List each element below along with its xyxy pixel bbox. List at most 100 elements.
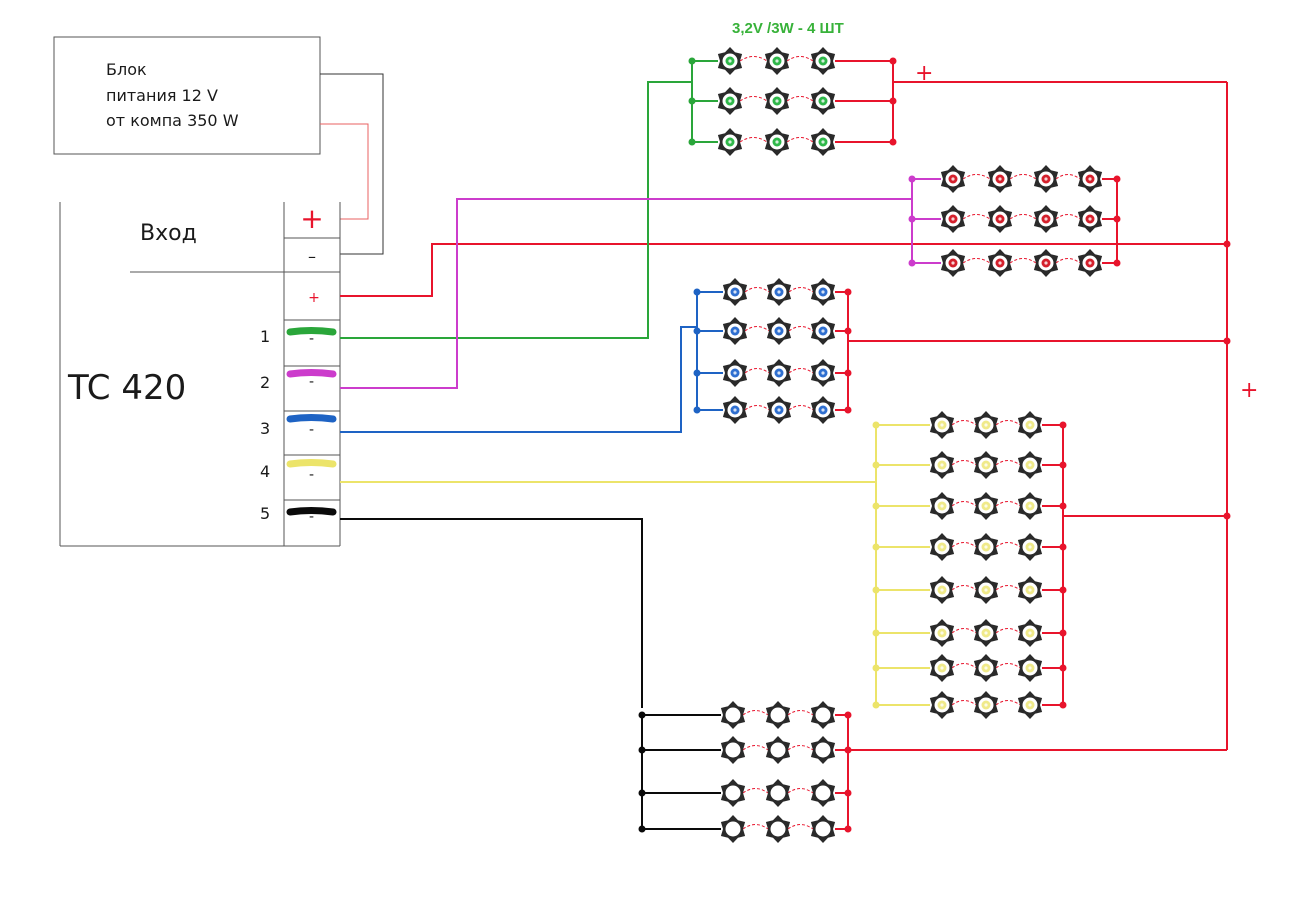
led-spec-label: 3,2V /3W - 4 ШТ bbox=[732, 20, 844, 37]
led-star bbox=[973, 691, 999, 719]
led-star bbox=[766, 396, 792, 424]
led-star bbox=[940, 205, 966, 233]
led-star bbox=[929, 451, 955, 479]
controller-name: TC 420 bbox=[67, 368, 186, 408]
led-star bbox=[973, 533, 999, 561]
psu-positive-wire bbox=[320, 123, 369, 220]
led-star bbox=[987, 205, 1013, 233]
led-star bbox=[929, 533, 955, 561]
led-star bbox=[1017, 654, 1043, 682]
led-star bbox=[1017, 492, 1043, 520]
led-star bbox=[1017, 619, 1043, 647]
output-plus-wire bbox=[340, 243, 1227, 297]
led-star bbox=[810, 815, 836, 843]
led-star bbox=[717, 128, 743, 156]
white-led-group bbox=[638, 701, 852, 843]
led-star bbox=[810, 128, 836, 156]
led-star bbox=[766, 359, 792, 387]
output-plus-terminal: + bbox=[308, 290, 320, 306]
led-star bbox=[987, 249, 1013, 277]
led-star bbox=[764, 47, 790, 75]
led-star bbox=[720, 815, 746, 843]
led-star bbox=[940, 165, 966, 193]
led-star bbox=[929, 492, 955, 520]
led-star bbox=[1017, 451, 1043, 479]
yellow-led-group bbox=[872, 411, 1067, 719]
led-star bbox=[764, 128, 790, 156]
red-led-group bbox=[908, 165, 1121, 277]
channel-5-color-swatch bbox=[286, 507, 337, 516]
led-star bbox=[722, 317, 748, 345]
led-star bbox=[722, 359, 748, 387]
channel-terminals: 1-2-3-4-5- bbox=[260, 327, 337, 525]
led-star bbox=[810, 701, 836, 729]
channel-5-minus-terminal: - bbox=[309, 509, 314, 525]
channel-3-number: 3 bbox=[260, 419, 270, 438]
junction-node bbox=[1223, 512, 1231, 520]
led-star bbox=[1017, 691, 1043, 719]
led-star bbox=[973, 451, 999, 479]
led-star bbox=[720, 779, 746, 807]
led-star bbox=[720, 701, 746, 729]
channel-2-wire bbox=[340, 198, 912, 389]
channel-2-number: 2 bbox=[260, 373, 270, 392]
led-star bbox=[1033, 249, 1059, 277]
channel-3-wire bbox=[340, 326, 697, 433]
led-star bbox=[973, 619, 999, 647]
led-star bbox=[1077, 165, 1103, 193]
led-star bbox=[765, 736, 791, 764]
led-star bbox=[810, 87, 836, 115]
channel-3-color-swatch bbox=[286, 414, 337, 423]
led-star bbox=[717, 47, 743, 75]
led-star bbox=[929, 576, 955, 604]
led-star bbox=[1033, 205, 1059, 233]
input-plus-terminal: + bbox=[300, 202, 323, 235]
led-star bbox=[929, 691, 955, 719]
power-supply: Блок питания 12 V от компа 350 W bbox=[53, 36, 321, 155]
led-star bbox=[810, 278, 836, 306]
led-star bbox=[1017, 533, 1043, 561]
psu-negative-wire bbox=[320, 73, 384, 255]
junction-node bbox=[1223, 240, 1231, 248]
led-star bbox=[1033, 165, 1059, 193]
controller: Вход + – + TC 420 1-2-3-4-5- bbox=[59, 202, 341, 547]
wires bbox=[340, 81, 1231, 751]
input-minus-terminal: – bbox=[308, 247, 316, 266]
channel-1-color-swatch bbox=[286, 327, 337, 336]
led-star bbox=[722, 396, 748, 424]
led-star bbox=[1077, 249, 1103, 277]
led-star bbox=[929, 654, 955, 682]
plus-mark-top: + bbox=[915, 61, 933, 86]
channel-4-minus-terminal: - bbox=[309, 467, 314, 483]
channel-1-number: 1 bbox=[260, 327, 270, 346]
led-star bbox=[1017, 411, 1043, 439]
led-star bbox=[929, 411, 955, 439]
channel-5-number: 5 bbox=[260, 504, 270, 523]
led-star bbox=[764, 87, 790, 115]
channel-5-wire bbox=[340, 518, 643, 708]
led-star bbox=[765, 779, 791, 807]
led-star bbox=[940, 249, 966, 277]
blue-led-group bbox=[693, 278, 852, 424]
led-star bbox=[810, 359, 836, 387]
led-star bbox=[810, 779, 836, 807]
led-star bbox=[810, 47, 836, 75]
led-star bbox=[973, 576, 999, 604]
green-led-group bbox=[688, 47, 897, 156]
led-star bbox=[1077, 205, 1103, 233]
junction-node bbox=[1223, 337, 1231, 345]
channel-3-minus-terminal: - bbox=[309, 422, 314, 438]
psu-label-line3: от компа 350 W bbox=[106, 111, 239, 130]
led-star bbox=[766, 278, 792, 306]
led-star bbox=[720, 736, 746, 764]
channel-4-color-swatch bbox=[286, 459, 337, 468]
channel-2-color-swatch bbox=[286, 369, 337, 378]
channel-2-minus-terminal: - bbox=[309, 374, 314, 390]
psu-label-line2: питания 12 V bbox=[106, 86, 218, 105]
led-star bbox=[766, 317, 792, 345]
led-star bbox=[810, 736, 836, 764]
input-label: Вход bbox=[140, 221, 197, 246]
led-star bbox=[717, 87, 743, 115]
led-star bbox=[973, 492, 999, 520]
